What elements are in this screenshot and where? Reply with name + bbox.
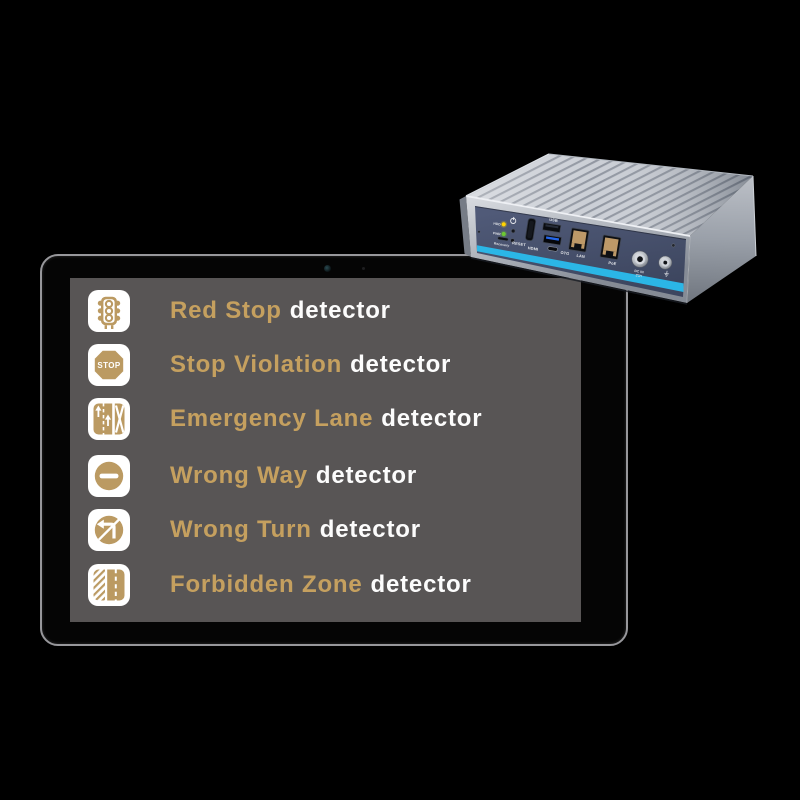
feature-rest: detector: [289, 297, 391, 324]
lan-port: [568, 227, 590, 253]
reset-button: [510, 238, 515, 243]
otg-label: OTG: [560, 250, 570, 256]
feature-label: Wrong Way detector: [170, 462, 417, 490]
recovery-label: Recovery: [494, 241, 510, 247]
screw-hole: [671, 243, 676, 248]
feature-label: Forbidden Zone detector: [170, 571, 472, 599]
traffic-light-icon: [88, 290, 130, 332]
pwr-led-label: PWR: [493, 231, 502, 236]
usbc-otg-port: [547, 246, 558, 252]
screw-hole: [477, 230, 481, 234]
feature-highlight: Wrong Turn: [170, 516, 312, 543]
hdmi-port: [525, 218, 537, 241]
feature-highlight: Emergency Lane: [170, 405, 374, 432]
hdmi-label: HDMI: [527, 245, 538, 252]
lan-label: LAN: [576, 253, 585, 259]
ground-icon: [664, 270, 670, 277]
feature-rest: detector: [315, 462, 417, 489]
feature-rest: detector: [350, 351, 452, 378]
hdd-led: [501, 222, 506, 227]
feature-row: Emergency Lane detector: [88, 398, 482, 440]
ground-terminal: [658, 255, 673, 270]
back-rim: [548, 153, 754, 177]
feature-highlight: Wrong Way: [170, 462, 308, 489]
dc-in-jack: [631, 250, 649, 268]
usb3-port: [542, 234, 562, 246]
feature-row: Forbidden Zone detector: [88, 564, 472, 606]
recovery-switch: [497, 236, 509, 241]
feature-rest: detector: [319, 516, 421, 543]
feature-label: Wrong Turn detector: [170, 516, 421, 544]
tablet: Red Stop detector STOP Stop Violation dete…: [40, 254, 628, 646]
chassis-bottom-shadow: [470, 257, 688, 305]
feature-highlight: Stop Violation: [170, 351, 343, 378]
usb-label: USB: [549, 217, 558, 223]
feature-row: Red Stop detector: [88, 290, 391, 332]
no-entry-icon: [88, 455, 130, 497]
power-button: [511, 228, 516, 234]
embedded-pc: HDD PWR RESET Recovery HDMI USB: [459, 153, 757, 305]
mic-dot: [362, 267, 365, 270]
usb-port: [542, 222, 562, 233]
dc-in-label: DC IN: [634, 269, 644, 275]
emergency-lane-icon: [88, 398, 130, 440]
feature-label: Emergency Lane detector: [170, 405, 482, 433]
stop-sign-text: STOP: [97, 361, 121, 370]
feature-label: Red Stop detector: [170, 297, 391, 325]
corner-edge: [686, 235, 691, 304]
feature-row: Wrong Way detector: [88, 455, 417, 497]
forbidden-zone-icon: [88, 564, 130, 606]
heatsink-shade: [466, 154, 753, 236]
left-rim-highlight: [465, 153, 550, 197]
feature-row: Wrong Turn detector: [88, 509, 421, 551]
hdd-led-label: HDD: [493, 222, 501, 227]
tablet-screen: Red Stop detector STOP Stop Violation dete…: [70, 278, 581, 622]
poe-port: [599, 234, 622, 260]
front-rim-highlight: [465, 195, 691, 237]
feature-rest: detector: [370, 571, 472, 598]
pwr-led: [501, 231, 506, 237]
device-left-edge: [459, 196, 471, 257]
camera-icon: [324, 265, 331, 272]
poe-label: PoE: [608, 260, 617, 266]
no-left-turn-icon: [88, 509, 130, 551]
device-side: [687, 176, 756, 303]
feature-highlight: Red Stop: [170, 297, 282, 324]
power-icon: [510, 216, 517, 224]
panel-top-shadow: [474, 206, 687, 240]
right-rim: [752, 175, 757, 257]
feature-label: Stop Violation detector: [170, 351, 451, 379]
stop-sign-icon: STOP: [88, 344, 130, 386]
feature-highlight: Forbidden Zone: [170, 571, 363, 598]
reset-label: RESET: [512, 240, 527, 247]
feature-row: STOP Stop Violation detector: [88, 344, 451, 386]
dc-symbol: [635, 274, 642, 278]
feature-rest: detector: [381, 405, 483, 432]
accent-stripe: [477, 245, 684, 292]
